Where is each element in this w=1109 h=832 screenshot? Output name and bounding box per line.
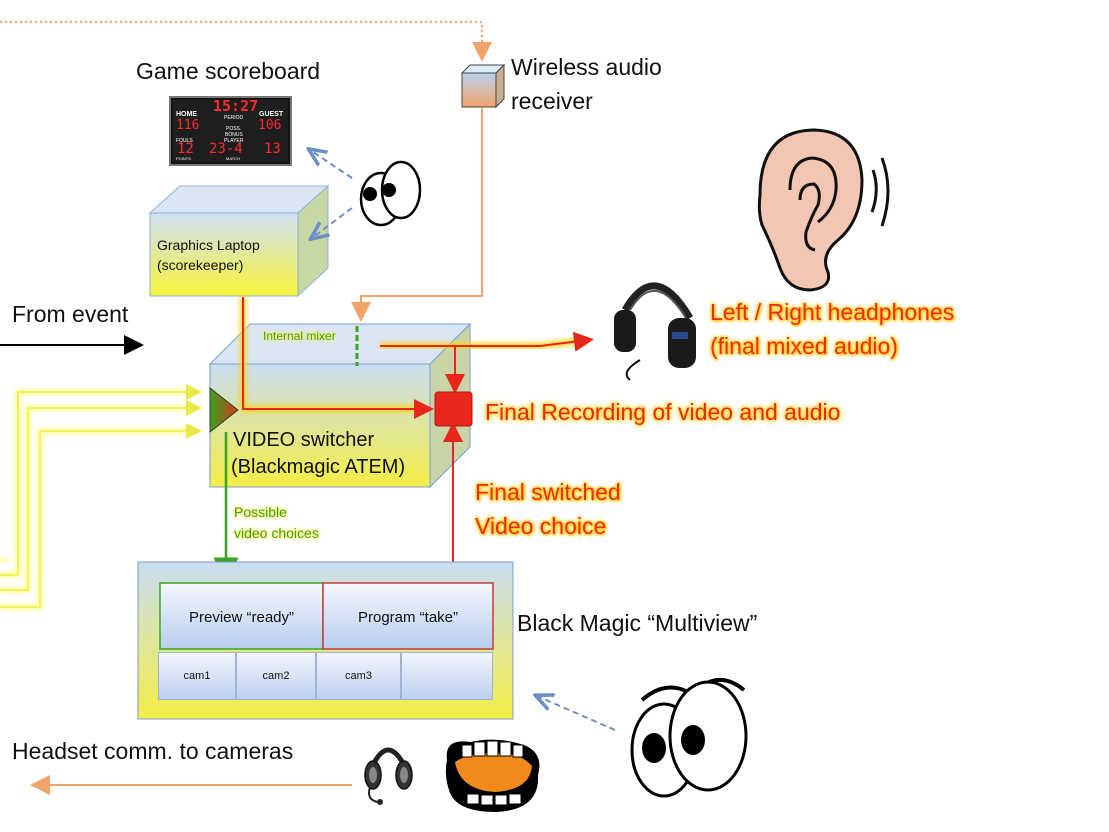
internal-mixer-label: Internal mixer	[263, 329, 336, 343]
switcher-label-line1: VIDEO switcher	[233, 429, 375, 451]
eyes-to-multiview-arrow	[537, 696, 616, 731]
scoreboard-home-score: 116	[176, 118, 200, 133]
scoreboard-home-label: HOME	[176, 111, 197, 118]
wireless-receiver-label-line2: receiver	[511, 88, 593, 114]
possible-choices-label-line1: Possible	[234, 504, 287, 520]
aviation-headset-icon	[364, 747, 413, 805]
wireless-receiver-label-line1: Wireless audio	[511, 54, 662, 80]
multiview-label: Black Magic “Multiview”	[517, 610, 758, 636]
scoreboard-points-label: POINTS	[176, 156, 191, 161]
final-switched-label-line2: Video choice	[475, 513, 607, 539]
scoreboard-home-fouls: 12	[177, 141, 194, 157]
headset-comm-label: Headset comm. to cameras	[12, 738, 294, 764]
scoreboard-poss-label: POSS.	[226, 126, 242, 132]
preview-cell: Preview “ready”	[188, 608, 295, 626]
cam-cell-4	[401, 652, 493, 700]
laptop-label-line1: Graphics Laptop	[157, 237, 260, 253]
camera-input-lines	[0, 384, 202, 610]
scoreboard-guest-score: 106	[258, 118, 282, 133]
scoreboard-fouls-label: FOULS	[176, 138, 193, 144]
scoreboard-clock: 15:27	[213, 97, 259, 115]
switcher-label-line2: (Blackmagic ATEM)	[231, 456, 406, 478]
eyes-icon	[359, 160, 422, 227]
open-mouth-icon	[445, 739, 540, 812]
preview-cell-box	[159, 582, 324, 650]
scoreboard-guest-fouls: 13	[264, 141, 281, 157]
audio-receiver-cube-icon	[460, 63, 506, 109]
eyes-to-laptop-arrow	[312, 207, 353, 238]
scoreboard-bonus-label: BONUS	[225, 132, 243, 138]
eyes-to-scoreboard-arrow	[310, 150, 353, 179]
laptop-label-line2: (scorekeeper)	[157, 257, 244, 273]
program-cell-box	[322, 582, 494, 650]
possible-choices-label-line2: video choices	[234, 525, 319, 541]
headphones-label-line1: Left / Right headphones	[710, 299, 955, 325]
record-square-icon	[434, 391, 473, 427]
final-switched-label-line1: Final switched	[475, 479, 621, 505]
video-switcher-box	[208, 322, 472, 489]
cam-cell-3: cam3	[316, 652, 401, 700]
wireless-to-mixer-line	[351, 108, 483, 322]
scoreboard-period-player: 23-4	[209, 141, 243, 157]
switcher-input-triangle	[209, 387, 239, 433]
scoreboard-player-label: PLAYER	[224, 138, 244, 144]
program-cell: Program “take”	[357, 608, 459, 626]
game-scoreboard-label: Game scoreboard	[136, 58, 321, 84]
wireless-feed-line	[0, 21, 492, 62]
scoreboard-guest-label: GUEST	[259, 111, 284, 118]
mixer-output-line	[380, 331, 594, 394]
ear-icon	[757, 128, 890, 292]
cam-cell-2: cam2	[236, 652, 316, 700]
headphones-label-line2: (final mixed audio)	[710, 333, 898, 359]
scoreboard-icon	[169, 96, 292, 166]
big-eyes-icon	[630, 678, 748, 798]
studio-headphones-icon	[614, 282, 696, 381]
laptop-to-recording-line	[239, 297, 434, 419]
scoreboard-period-label: PERIOD	[224, 115, 244, 121]
scoreboard-match-label: MATCH	[226, 156, 240, 161]
cam-cell-1: cam1	[158, 652, 236, 700]
final-recording-label: Final Recording of video and audio	[485, 399, 841, 425]
from-event-label: From event	[12, 301, 129, 327]
graphics-laptop-box	[148, 184, 330, 298]
